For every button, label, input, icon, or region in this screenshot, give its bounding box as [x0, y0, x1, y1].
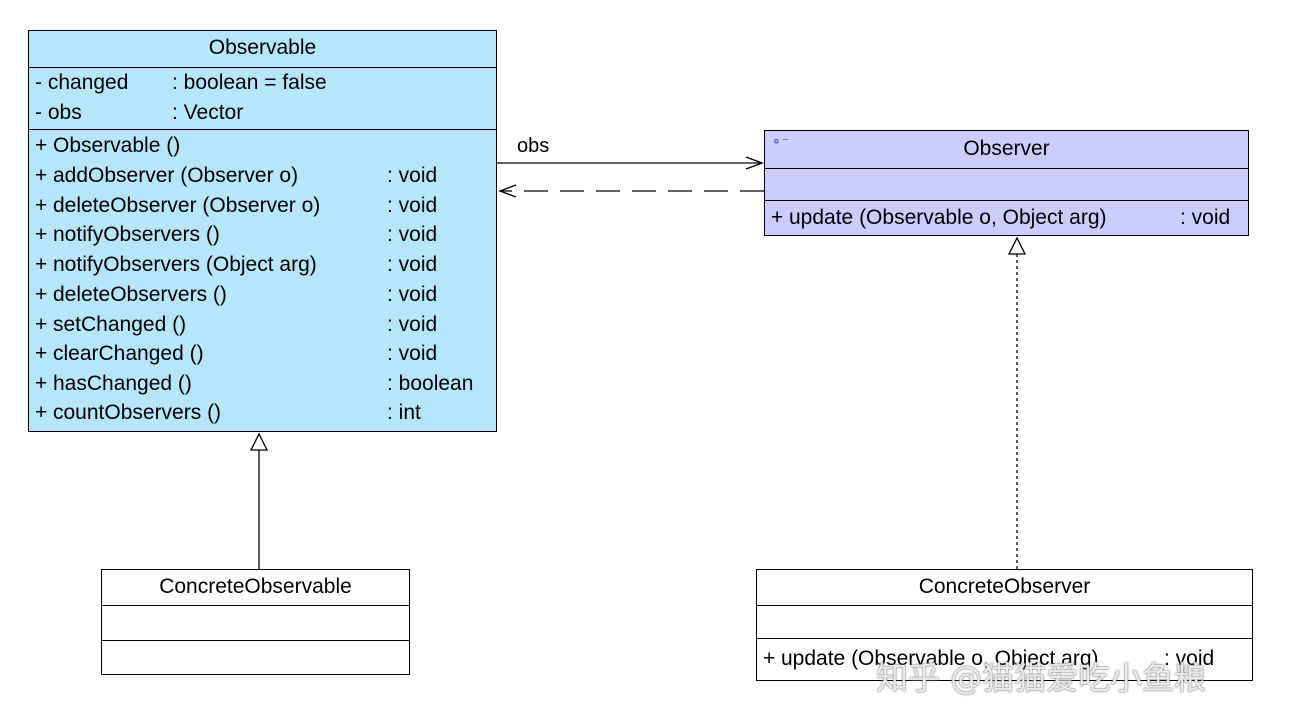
visibility: +: [35, 401, 48, 424]
class-observable[interactable]: Observable - changed : boolean = false -…: [28, 30, 497, 432]
attributes-compartment: [757, 606, 1252, 639]
operations-compartment: +update (Observable o, Object arg) : voi…: [757, 639, 1252, 680]
operation-row: +clearChanged () : void: [35, 339, 437, 369]
association-label: obs: [517, 135, 550, 157]
operation-type: : int: [387, 401, 421, 424]
attribute-type: : boolean = false: [172, 71, 327, 94]
operation-name: notifyObservers (Object arg): [53, 253, 317, 276]
attribute-row: - changed : boolean = false: [35, 68, 327, 98]
realization-triangle: [1007, 236, 1027, 255]
operation-row: +hasChanged () : boolean: [35, 369, 473, 399]
operation-row: +Observable (): [35, 131, 180, 161]
class-name-header: ⚬⁻ Observer: [765, 131, 1248, 169]
visibility: +: [35, 253, 48, 276]
class-concrete-observable[interactable]: ConcreteObservable: [101, 569, 410, 675]
operation-name: deleteObservers (): [53, 283, 227, 306]
operation-name: hasChanged (): [53, 372, 192, 395]
generalization-triangle: [249, 432, 269, 451]
association-arrowhead: [745, 156, 764, 170]
class-name: ConcreteObservable: [102, 570, 409, 606]
visibility: +: [771, 206, 784, 229]
visibility: +: [35, 372, 48, 395]
visibility: +: [35, 283, 48, 306]
operation-row: +deleteObservers () : void: [35, 280, 437, 310]
operation-name: update (Observable o, Object arg): [789, 206, 1107, 229]
class-name: Observable: [29, 31, 496, 68]
class-observer[interactable]: ⚬⁻ Observer +update (Observable o, Objec…: [764, 130, 1249, 236]
attributes-compartment: [765, 169, 1248, 201]
operation-name: Observable (): [53, 134, 181, 157]
visibility: +: [35, 164, 48, 187]
operation-type: : boolean: [387, 372, 474, 395]
operations-compartment: +update (Observable o, Object arg) : voi…: [765, 201, 1248, 235]
visibility: +: [35, 342, 48, 365]
operation-type: : void: [387, 223, 438, 246]
operation-name: deleteObserver (Observer o): [53, 194, 321, 217]
operation-row: +update (Observable o, Object arg) : voi…: [771, 203, 1230, 233]
visibility: +: [35, 223, 48, 246]
operations-compartment: +Observable () +addObserver (Observer o)…: [29, 130, 496, 431]
visibility: +: [35, 313, 48, 336]
operation-type: : void: [387, 253, 438, 276]
operation-name: setChanged (): [53, 313, 187, 336]
operation-row: +notifyObservers () : void: [35, 220, 437, 250]
operation-name: update (Observable o, Object arg): [781, 647, 1099, 670]
operation-row: +setChanged () : void: [35, 310, 437, 340]
operation-row: +addObserver (Observer o) : void: [35, 161, 437, 191]
operation-row: +update (Observable o, Object arg) : voi…: [763, 644, 1214, 674]
watermark: 知乎 @猫猫爱吃小鱼粮: [876, 659, 1207, 697]
operation-type: : void: [1164, 647, 1215, 670]
operation-row: +notifyObservers (Object arg) : void: [35, 250, 437, 280]
attribute-name: obs: [47, 101, 82, 124]
operation-type: : void: [387, 283, 438, 306]
operations-compartment: [102, 641, 409, 674]
operation-name: countObservers (): [53, 401, 222, 424]
operation-name: addObserver (Observer o): [53, 164, 299, 187]
class-name: Observer: [963, 137, 1050, 160]
operation-row: +deleteObserver (Observer o) : void: [35, 191, 437, 221]
operation-type: : void: [387, 342, 438, 365]
visibility: +: [763, 647, 776, 670]
attributes-compartment: [102, 606, 409, 641]
attributes-compartment: - changed : boolean = false - obs : Vect…: [29, 68, 496, 130]
operation-row: +countObservers () : int: [35, 398, 421, 428]
operation-type: : void: [387, 164, 438, 187]
attribute-type: : Vector: [172, 101, 244, 124]
visibility: -: [35, 71, 42, 94]
visibility: -: [35, 101, 42, 124]
operation-type: : void: [387, 313, 438, 336]
visibility: +: [35, 134, 48, 157]
operation-type: : void: [387, 194, 438, 217]
visibility: +: [35, 194, 48, 217]
attribute-name: changed: [47, 71, 129, 94]
attribute-row: - obs : Vector: [35, 98, 243, 128]
interface-icon: ⚬⁻: [771, 134, 789, 149]
operation-name: notifyObservers (): [53, 223, 220, 246]
class-name: ConcreteObserver: [757, 570, 1252, 606]
operation-type: : void: [1180, 206, 1231, 229]
dependency-arrowhead: [498, 184, 517, 198]
operation-name: clearChanged (): [53, 342, 204, 365]
class-concrete-observer[interactable]: ConcreteObserver +update (Observable o, …: [756, 569, 1253, 681]
